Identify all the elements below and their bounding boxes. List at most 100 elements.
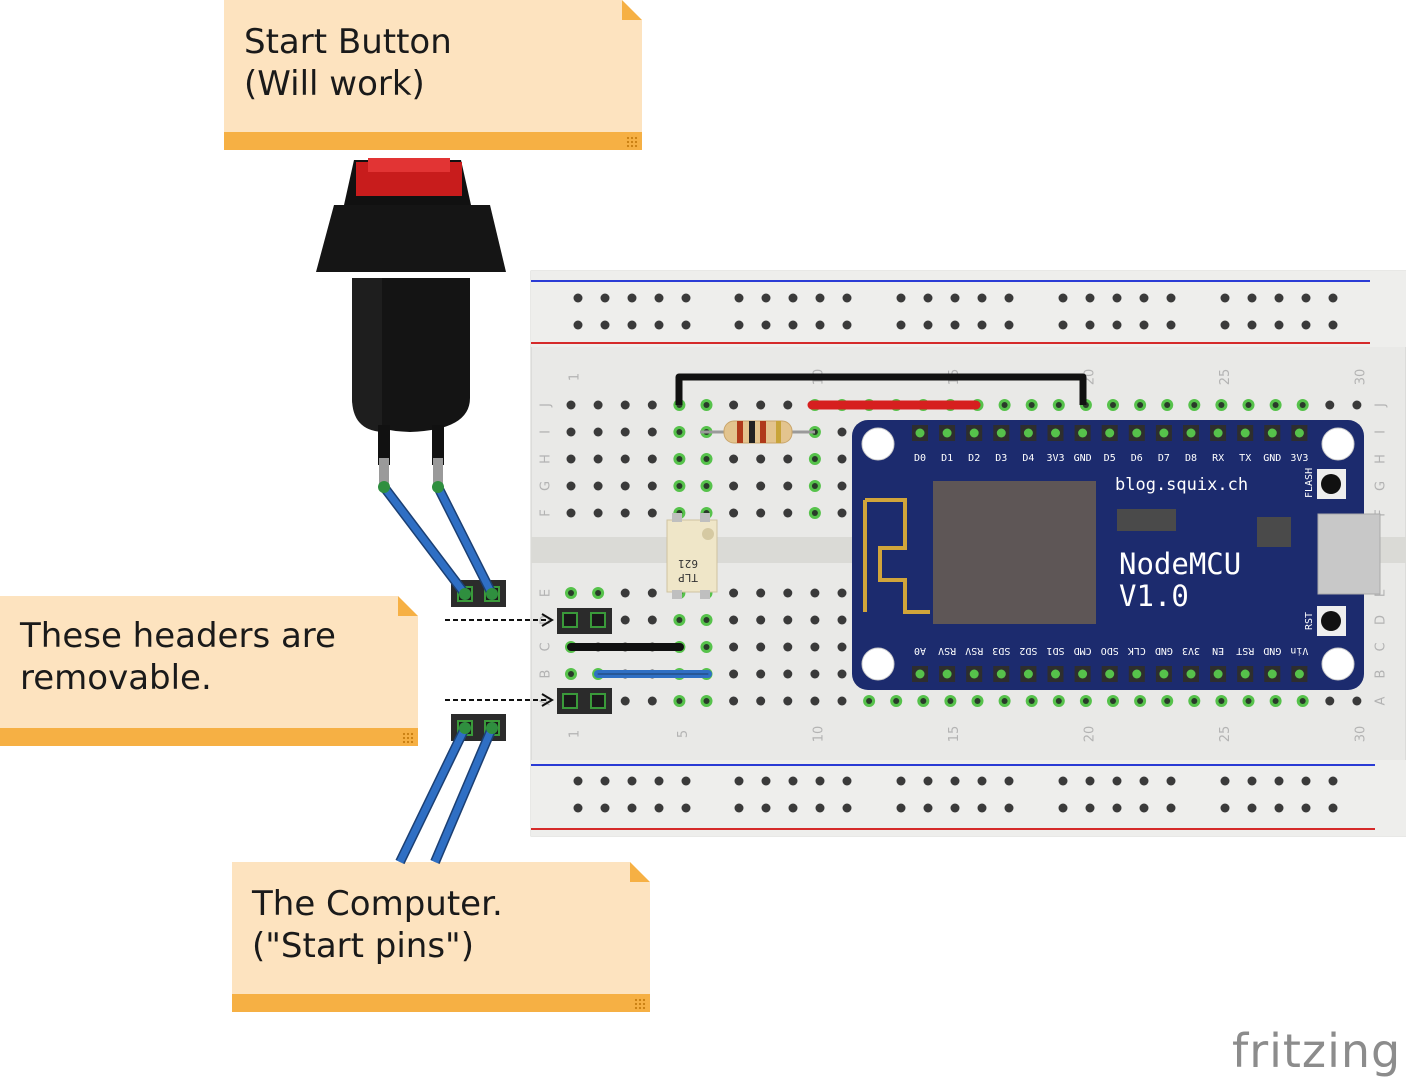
rail-hole[interactable] <box>1301 293 1311 303</box>
resistor[interactable] <box>700 420 815 444</box>
rail-hole[interactable] <box>842 776 852 786</box>
rail-hole[interactable] <box>1058 320 1068 330</box>
resize-grip-icon[interactable] <box>626 136 638 148</box>
breadboard-hole[interactable] <box>783 696 793 706</box>
breadboard-hole[interactable] <box>810 669 820 679</box>
breadboard-hole[interactable] <box>593 400 603 410</box>
rail-hole[interactable] <box>1274 293 1284 303</box>
breadboard-hole[interactable] <box>729 400 739 410</box>
breadboard-hole[interactable] <box>810 642 820 652</box>
breadboard-hole[interactable] <box>647 615 657 625</box>
breadboard-hole[interactable] <box>647 696 657 706</box>
rail-hole[interactable] <box>627 776 637 786</box>
rail-hole[interactable] <box>1301 320 1311 330</box>
breadboard-hole[interactable] <box>837 481 847 491</box>
pin-header[interactable] <box>557 608 612 634</box>
breadboard-hole[interactable] <box>837 642 847 652</box>
rail-hole[interactable] <box>1220 776 1230 786</box>
breadboard-hole[interactable] <box>837 508 847 518</box>
breadboard-hole[interactable] <box>756 669 766 679</box>
rail-hole[interactable] <box>1274 320 1284 330</box>
breadboard-hole[interactable] <box>837 427 847 437</box>
nodemcu-board[interactable]: FLASH RST blog.squix.ch NodeMCU V1.0 D0A… <box>852 420 1381 690</box>
rail-hole[interactable] <box>842 320 852 330</box>
breadboard-hole[interactable] <box>1352 696 1362 706</box>
breadboard-hole[interactable] <box>620 454 630 464</box>
optocoupler-tlp621[interactable]: TLP 621 <box>666 513 718 599</box>
rail-hole[interactable] <box>1139 803 1149 813</box>
breadboard-hole[interactable] <box>729 615 739 625</box>
rail-hole[interactable] <box>1247 293 1257 303</box>
rail-hole[interactable] <box>734 776 744 786</box>
breadboard-hole[interactable] <box>756 696 766 706</box>
rail-hole[interactable] <box>654 293 664 303</box>
breadboard-hole[interactable] <box>729 696 739 706</box>
rail-hole[interactable] <box>842 803 852 813</box>
breadboard-hole[interactable] <box>620 400 630 410</box>
rail-hole[interactable] <box>1058 293 1068 303</box>
rail-hole[interactable] <box>950 803 960 813</box>
breadboard-hole[interactable] <box>837 588 847 598</box>
rail-hole[interactable] <box>950 776 960 786</box>
rail-hole[interactable] <box>1166 803 1176 813</box>
rail-hole[interactable] <box>1220 293 1230 303</box>
rail-hole[interactable] <box>1112 776 1122 786</box>
breadboard-hole[interactable] <box>593 427 603 437</box>
rail-hole[interactable] <box>1139 293 1149 303</box>
rail-hole[interactable] <box>1247 776 1257 786</box>
push-button[interactable] <box>316 158 506 484</box>
rail-hole[interactable] <box>1085 293 1095 303</box>
breadboard-hole[interactable] <box>647 427 657 437</box>
breadboard-hole[interactable] <box>647 588 657 598</box>
breadboard-hole[interactable] <box>593 481 603 491</box>
resize-grip-icon[interactable] <box>634 998 646 1010</box>
breadboard-hole[interactable] <box>620 481 630 491</box>
rail-hole[interactable] <box>627 293 637 303</box>
rail-hole[interactable] <box>1274 803 1284 813</box>
breadboard-hole[interactable] <box>783 615 793 625</box>
flash-button[interactable] <box>1321 474 1341 494</box>
breadboard-hole[interactable] <box>593 508 603 518</box>
rail-hole[interactable] <box>654 776 664 786</box>
rail-hole[interactable] <box>1058 803 1068 813</box>
rail-hole[interactable] <box>1328 803 1338 813</box>
breadboard-hole[interactable] <box>1325 696 1335 706</box>
pin-header[interactable] <box>557 688 612 714</box>
rail-hole[interactable] <box>573 776 583 786</box>
breadboard-hole[interactable] <box>783 481 793 491</box>
rail-hole[interactable] <box>1166 776 1176 786</box>
rail-hole[interactable] <box>788 776 798 786</box>
rail-hole[interactable] <box>734 803 744 813</box>
breadboard-hole[interactable] <box>810 696 820 706</box>
breadboard-hole[interactable] <box>729 454 739 464</box>
rail-hole[interactable] <box>1112 803 1122 813</box>
rst-button[interactable] <box>1321 611 1341 631</box>
rail-hole[interactable] <box>734 320 744 330</box>
breadboard-hole[interactable] <box>756 400 766 410</box>
rail-hole[interactable] <box>1247 803 1257 813</box>
rail-hole[interactable] <box>1220 803 1230 813</box>
breadboard-hole[interactable] <box>756 454 766 464</box>
breadboard-hole[interactable] <box>783 588 793 598</box>
rail-hole[interactable] <box>734 293 744 303</box>
rail-hole[interactable] <box>600 320 610 330</box>
rail-hole[interactable] <box>1166 293 1176 303</box>
rail-hole[interactable] <box>896 803 906 813</box>
rail-hole[interactable] <box>977 293 987 303</box>
rail-hole[interactable] <box>761 776 771 786</box>
rail-hole[interactable] <box>1112 320 1122 330</box>
rail-hole[interactable] <box>815 320 825 330</box>
rail-hole[interactable] <box>1085 320 1095 330</box>
rail-hole[interactable] <box>815 803 825 813</box>
rail-hole[interactable] <box>1247 320 1257 330</box>
rail-hole[interactable] <box>1301 776 1311 786</box>
black-jumper-wire[interactable] <box>675 373 1087 405</box>
rail-hole[interactable] <box>681 803 691 813</box>
rail-hole[interactable] <box>1139 776 1149 786</box>
breadboard-hole[interactable] <box>1352 400 1362 410</box>
breadboard-hole[interactable] <box>837 669 847 679</box>
breadboard-hole[interactable] <box>837 615 847 625</box>
breadboard-hole[interactable] <box>566 454 576 464</box>
rail-hole[interactable] <box>842 293 852 303</box>
breadboard-hole[interactable] <box>729 588 739 598</box>
